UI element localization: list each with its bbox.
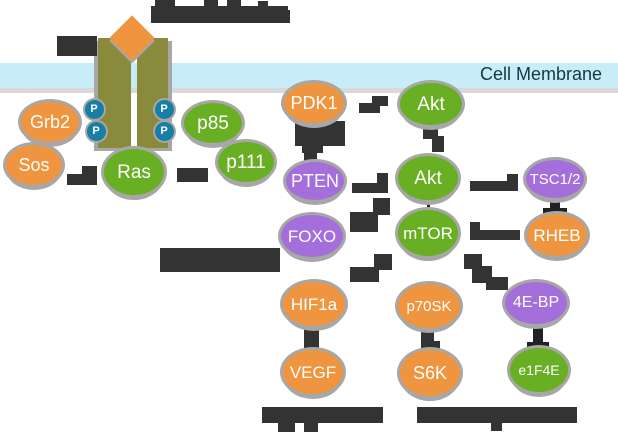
redacted-mtor-hif-step-1 xyxy=(374,254,392,270)
node-hif1a-label: HIF1a xyxy=(290,294,338,314)
node-tsc12-label: TSC1/2 xyxy=(529,170,581,188)
redacted-foxo-mtor-step-1 xyxy=(373,198,390,215)
redacted-hif-vegf-link xyxy=(304,327,319,351)
redacted-mtor-4ebp-step-3 xyxy=(486,277,508,290)
node-e1f4e-label: e1F4E xyxy=(518,362,560,378)
redacted-pten-akt-stub xyxy=(377,173,388,185)
node-rheb: RHEB xyxy=(527,214,587,256)
phosphorylation-site-4: P xyxy=(154,121,174,141)
node-pdk1: PDK1 xyxy=(284,83,344,123)
node-akt1-label: Akt xyxy=(417,93,445,115)
node-p111: p111 xyxy=(218,142,274,182)
phosphorylation-site-2: P xyxy=(86,121,106,141)
redacted-receptor-label xyxy=(57,36,97,56)
tsc12-inhibits-rheb-tbar-cross xyxy=(543,208,567,214)
node-mtor: mTOR xyxy=(398,210,458,256)
node-pdk1-label: PDK1 xyxy=(290,93,338,113)
phosphorylation-site-1: P xyxy=(84,99,104,119)
redacted-foxo-side-label xyxy=(160,248,280,272)
redacted-pdk1-blob xyxy=(295,121,345,146)
node-foxo-label: FOXO xyxy=(287,226,337,246)
redacted-pdk1-pten-stub-2 xyxy=(304,151,317,162)
redacted-title-ext xyxy=(278,10,290,23)
node-p70sk: p70SK xyxy=(398,284,460,328)
4ebp-inhibits-e1f4e-tbar-stem xyxy=(533,326,543,343)
node-s6k-label: S6K xyxy=(412,363,448,383)
node-ras: Ras xyxy=(104,149,164,195)
node-grb2: Grb2 xyxy=(21,102,79,142)
redacted-pdk1-akt-step-1 xyxy=(372,96,388,106)
node-p85-label: p85 xyxy=(197,112,229,134)
redacted-akt-tsc-bar xyxy=(470,181,509,191)
node-akt1: Akt xyxy=(400,83,462,125)
redacted-title-main xyxy=(151,6,288,23)
node-akt2: Akt xyxy=(398,156,458,200)
node-sos-label: Sos xyxy=(18,155,50,175)
node-foxo: FOXO xyxy=(281,215,343,257)
redacted-bottom-label-a-d1 xyxy=(278,423,295,432)
node-vegf: VEGF xyxy=(283,350,343,394)
node-rheb-label: RHEB xyxy=(533,225,581,245)
redacted-pdk1-akt-step-2 xyxy=(359,103,380,113)
node-p111-label: p111 xyxy=(226,151,266,173)
node-akt2-label: Akt xyxy=(414,167,442,189)
node-pten: PTEN xyxy=(286,162,344,200)
redacted-akt-akt-link-2 xyxy=(432,136,444,152)
node-s6k: S6K xyxy=(400,350,460,396)
redacted-akt-akt-link-1 xyxy=(423,126,438,139)
node-e1f4e: e1F4E xyxy=(510,348,568,392)
redacted-bottom-label-b-d1 xyxy=(491,423,502,431)
node-pten-label: PTEN xyxy=(290,171,339,191)
redacted-title-bump-1 xyxy=(155,0,175,10)
redacted-p70-s6k-foot xyxy=(427,341,440,350)
redacted-mtor-4ebp-step-1 xyxy=(464,254,482,269)
node-hif1a: HIF1a xyxy=(283,282,345,326)
node-grb2-label: Grb2 xyxy=(29,112,71,132)
redacted-bottom-label-b xyxy=(417,407,577,423)
redacted-mtor-rheb-bar xyxy=(470,230,520,240)
node-p85: p85 xyxy=(184,103,242,143)
node-4ebp: 4E-BP xyxy=(505,282,567,324)
redacted-mtor-hif-step-2 xyxy=(350,267,379,282)
tsc12-inhibits-rheb-tbar-stem xyxy=(550,198,560,209)
redacted-akt-tsc-stub xyxy=(507,174,518,191)
redacted-sos-ras-link xyxy=(67,174,97,185)
node-vegf-label: VEGF xyxy=(289,362,337,382)
redacted-bottom-label-a xyxy=(262,407,383,423)
cell-membrane-label: Cell Membrane xyxy=(479,64,602,84)
phosphorylation-site-3: P xyxy=(154,99,174,119)
node-tsc12: TSC1/2 xyxy=(526,160,584,198)
node-mtor-label: mTOR xyxy=(403,223,453,243)
redacted-pten-akt-bar xyxy=(352,183,388,193)
akt-activates-mtor-arrow-stem xyxy=(427,196,430,209)
redacted-foxo-mtor-step-2 xyxy=(350,212,378,232)
node-4ebp-label: 4E-BP xyxy=(512,294,560,311)
redacted-ras-pi3k-link xyxy=(177,168,208,182)
node-ras-label: Ras xyxy=(117,161,151,183)
redacted-title-bump-4 xyxy=(258,1,268,10)
redacted-title-bump-3 xyxy=(227,0,241,10)
redacted-pdk1-pten-stub-1 xyxy=(302,144,323,153)
redacted-title-bump-2 xyxy=(204,0,218,10)
redacted-sos-ras-step xyxy=(82,166,97,176)
redacted-bottom-label-a-d2 xyxy=(304,423,318,432)
4ebp-inhibits-e1f4e-tbar-cross xyxy=(527,342,549,348)
node-sos: Sos xyxy=(6,145,62,185)
node-p70sk-label: p70SK xyxy=(406,297,452,315)
